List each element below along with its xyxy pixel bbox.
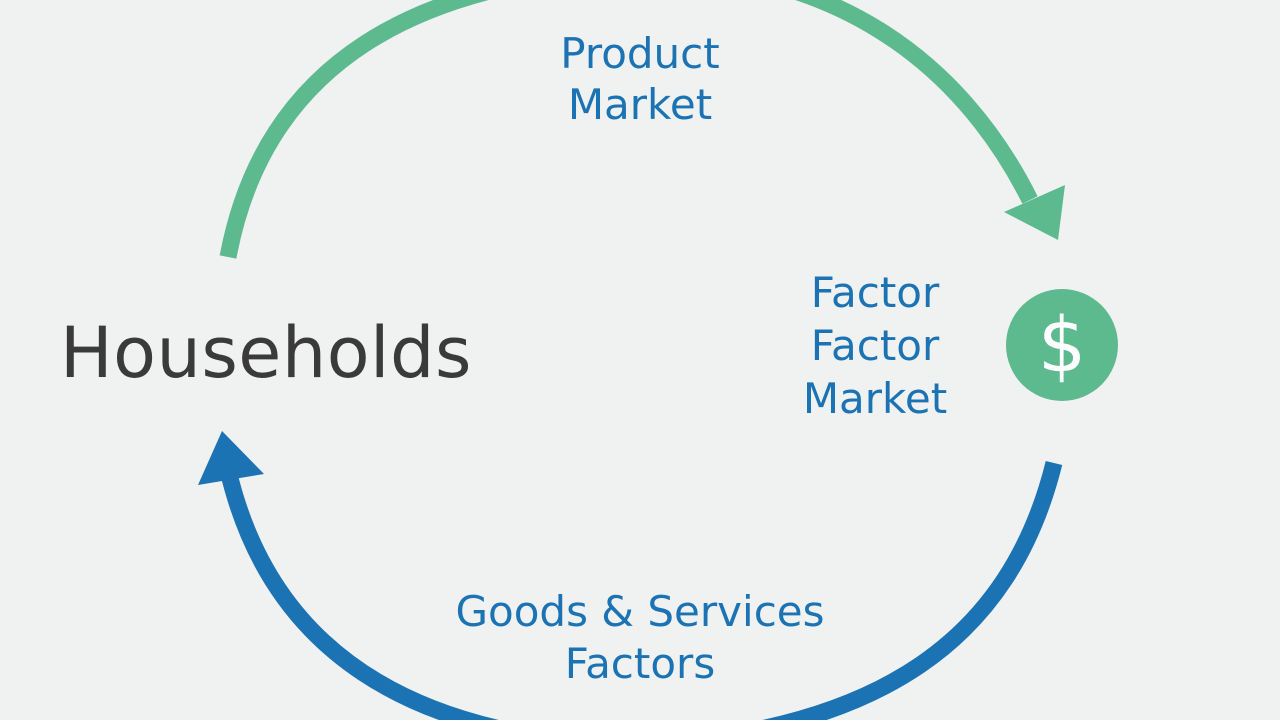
factor-market-line-3: Market xyxy=(802,374,948,423)
households-label: Households xyxy=(60,312,472,394)
blue-flow-arc xyxy=(219,460,1063,720)
goods-services-line-2: Factors xyxy=(564,639,716,688)
factor-market-label: Factor Factor Market xyxy=(760,272,990,431)
green-flow-arc xyxy=(219,0,1038,259)
dollar-icon: $ xyxy=(1006,289,1118,401)
goods-services-line-1: Goods & Services xyxy=(455,587,825,636)
product-market-line-2: Market xyxy=(567,80,713,129)
green-arrowhead xyxy=(1004,185,1065,240)
product-market-line-1: Product xyxy=(560,29,720,78)
blue-arrowhead xyxy=(198,431,264,485)
factor-market-line-1: Factor xyxy=(810,268,940,317)
product-market-label: Product Market xyxy=(490,33,790,135)
goods-services-label: Goods & Services Factors xyxy=(400,591,880,695)
factor-market-line-2: Factor xyxy=(810,321,940,370)
